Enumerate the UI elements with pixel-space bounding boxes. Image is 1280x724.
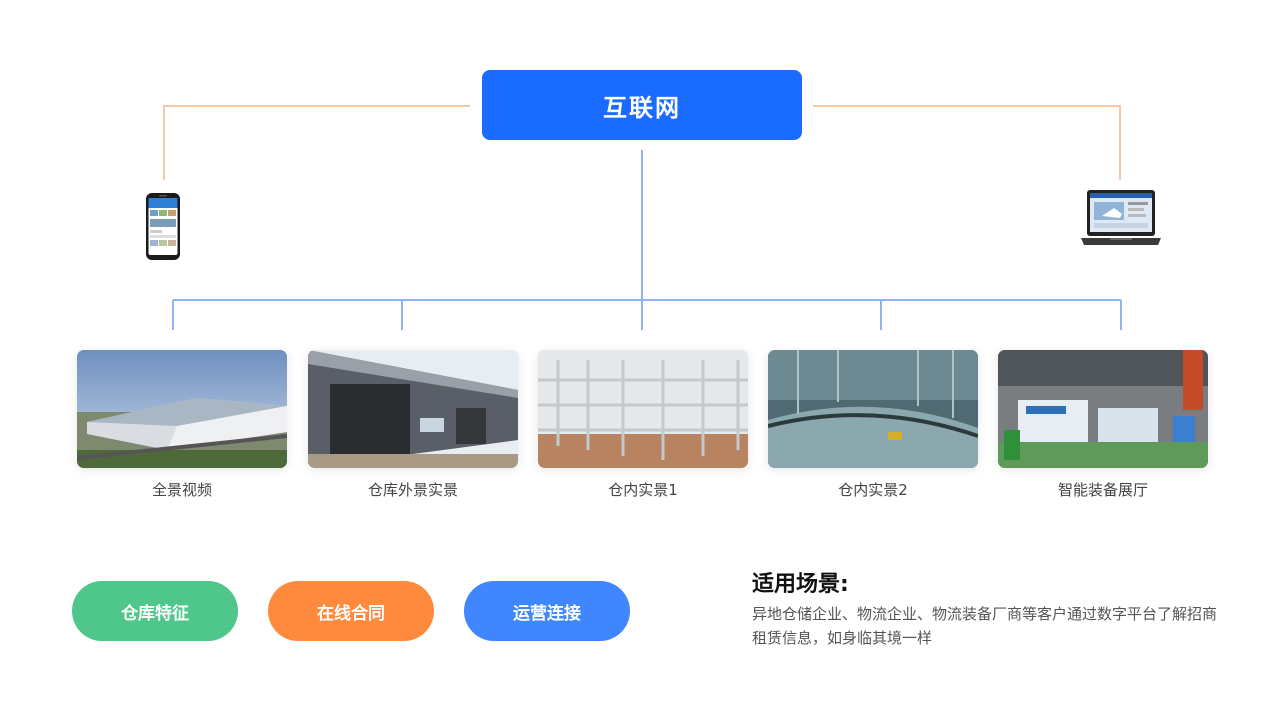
online-contract-button[interactable]: 在线合同 xyxy=(268,581,434,641)
warehouse-interior-1-image xyxy=(538,350,748,468)
internet-hub: 互联网 xyxy=(482,70,802,140)
warehouse-features-button[interactable]: 仓库特征 xyxy=(72,581,238,641)
laptop-connector xyxy=(813,105,1121,180)
operation-connect-button[interactable]: 运营连接 xyxy=(464,581,630,641)
card-label: 仓内实景2 xyxy=(838,481,908,499)
phone-icon xyxy=(146,193,180,260)
warehouse-aerial-image xyxy=(77,350,287,468)
card-panorama-video[interactable] xyxy=(77,350,287,468)
hub-label: 互联网 xyxy=(603,93,681,122)
card-warehouse-exterior[interactable] xyxy=(308,350,518,468)
laptop-icon xyxy=(1081,190,1161,245)
button-label: 仓库特征 xyxy=(121,603,189,624)
phone-connector xyxy=(163,105,470,180)
card-warehouse-interior-1[interactable] xyxy=(538,350,748,468)
card-label: 仓库外景实景 xyxy=(367,481,458,499)
scene-description: 异地仓储企业、物流企业、物流装备厂商等客户通过数字平台了解招商租赁信息，如身临其… xyxy=(752,605,1218,647)
warehouse-interior-2-image xyxy=(768,350,978,468)
card-label: 智能装备展厅 xyxy=(1057,481,1148,499)
card-warehouse-interior-2[interactable] xyxy=(768,350,978,468)
button-label: 在线合同 xyxy=(317,603,385,624)
equipment-hall-image xyxy=(998,350,1208,468)
warehouse-exterior-image xyxy=(308,350,518,468)
card-label: 全景视频 xyxy=(151,481,212,499)
scene-title: 适用场景: xyxy=(752,572,849,597)
card-smart-equipment-hall[interactable] xyxy=(998,350,1208,468)
card-label: 仓内实景1 xyxy=(608,481,678,499)
button-label: 运营连接 xyxy=(513,603,581,624)
